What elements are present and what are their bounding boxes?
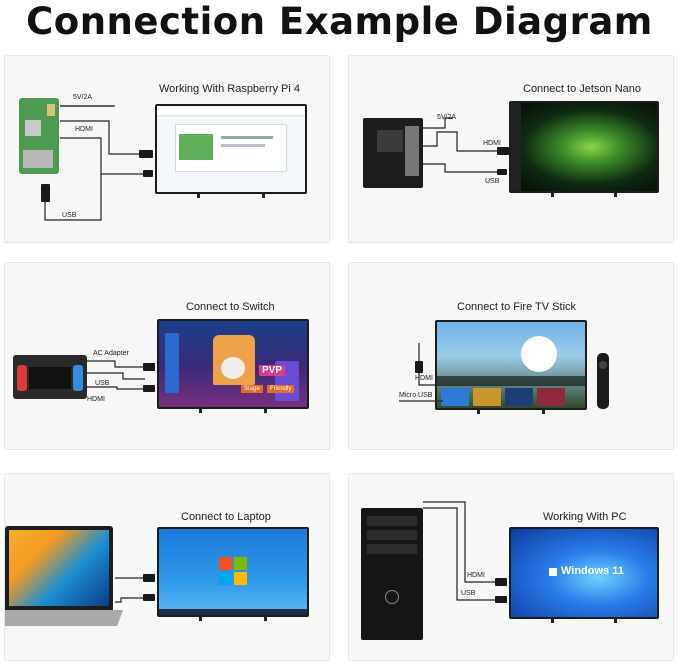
windows-11-label: Windows 11 (561, 565, 624, 577)
panel-title: Connect to Jetson Nano (523, 83, 642, 95)
pc-cables (423, 501, 497, 601)
usb-c-plug (143, 385, 155, 392)
usb-c-plug (143, 170, 153, 177)
usb-c-plug (143, 594, 155, 601)
panel-title: Connect to Switch (186, 301, 275, 313)
panel-raspberry-pi: Working With Raspberry Pi 4 5V/2A HDMI U… (4, 55, 330, 243)
pc-tower (361, 508, 423, 640)
game-stage-tag: Stage (241, 385, 263, 393)
hdmi-label: HDMI (483, 140, 501, 147)
hdmi-plug (143, 363, 155, 371)
usb-label: USB (485, 178, 500, 185)
fire-tv-remote (597, 353, 609, 409)
panel-laptop: Connect to Laptop (4, 473, 330, 661)
panel-title: Connect to Fire TV Stick (457, 301, 577, 313)
usb-c-plug (495, 596, 507, 603)
portable-monitor: Windows 11 (509, 527, 659, 623)
page-title: Connection Example Diagram (26, 0, 653, 43)
laptop (5, 526, 124, 634)
laptop-cables (115, 577, 145, 603)
micro-usb-label: Micro USB (399, 392, 433, 399)
raspberry-pi-board (19, 98, 59, 174)
fire-tv-stick (415, 361, 423, 373)
jetson-nano-board (363, 118, 423, 188)
usb-label: USB (62, 212, 77, 219)
hdmi-label: HDMI (75, 126, 93, 133)
usb-label: USB (95, 380, 110, 387)
portable-monitor: PVP Stage Friendly (157, 319, 309, 413)
portable-monitor (435, 320, 587, 414)
power-label: 5V/2A (73, 94, 93, 101)
panel-jetson-nano: Connect to Jetson Nano 5V/2A HDMI USB (348, 55, 674, 243)
hdmi-label: HDMI (415, 375, 433, 382)
firetv-cables (399, 343, 443, 402)
panel-title: Working With PC (543, 511, 627, 523)
usb-c-plug (497, 169, 507, 175)
portable-monitor (509, 101, 659, 197)
rpi-cables (44, 105, 145, 221)
game-friend-tag: Friendly (267, 385, 295, 393)
hdmi-plug (497, 147, 509, 155)
panel-title: Working With Raspberry Pi 4 (159, 83, 301, 95)
usb-label: USB (461, 590, 476, 597)
portable-monitor (155, 104, 307, 198)
hdmi-plug (495, 578, 507, 586)
portable-monitor (157, 527, 309, 621)
panel-switch: Connect to Switch AC Adapter USB HDMI PV… (4, 262, 330, 450)
game-pvp-badge: PVP (259, 365, 286, 376)
jetson-cables (423, 117, 499, 173)
switch-cables (87, 360, 145, 390)
switch-dock (13, 355, 87, 399)
panel-title: Connect to Laptop (181, 511, 271, 523)
hdmi-label: HDMI (87, 396, 105, 403)
panel-pc: Working With PC HDMI USB Windows 11 (348, 473, 674, 661)
ac-adapter-label: AC Adapter (93, 350, 129, 357)
panel-fire-tv: Connect to Fire TV Stick HDMI Micro USB (348, 262, 674, 450)
hdmi-plug (139, 150, 153, 158)
hdmi-plug (143, 574, 155, 582)
hdmi-label: HDMI (467, 572, 485, 579)
usb-plug (41, 184, 50, 202)
